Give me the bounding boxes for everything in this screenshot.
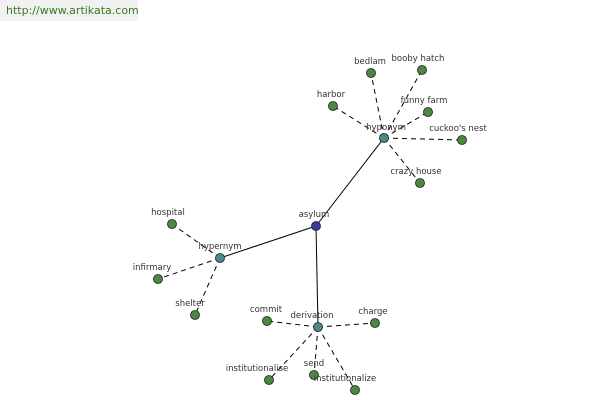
node-hypernym-label[interactable]: hypernym — [198, 242, 241, 252]
edge-hyponym-cuckoo-s-nest — [383, 137, 463, 141]
node-word-funny-farm-label[interactable]: funny farm — [401, 96, 448, 106]
node-word-cuckoo-s-nest[interactable] — [457, 135, 467, 145]
edge-derivation-institutionalise — [268, 326, 319, 381]
node-word-bedlam-label[interactable]: bedlam — [354, 57, 386, 67]
node-word-crazy-house-label[interactable]: crazy house — [390, 167, 441, 177]
node-word-hospital[interactable] — [167, 219, 177, 229]
edge-hyponym-harbor — [332, 105, 385, 139]
node-word-infirmary-label[interactable]: infirmary — [133, 263, 171, 273]
edge-derivation-charge — [317, 322, 376, 328]
node-word-institutionalize[interactable] — [350, 385, 360, 395]
node-hypernym[interactable] — [215, 253, 225, 263]
node-word-cuckoo-s-nest-label[interactable]: cuckoo's nest — [429, 124, 487, 134]
node-word-booby-hatch-label[interactable]: booby hatch — [392, 54, 445, 64]
node-word-institutionalise[interactable] — [264, 375, 274, 385]
node-word-hospital-label[interactable]: hospital — [151, 208, 185, 218]
site-url-link[interactable]: http://www.artikata.com — [6, 4, 139, 17]
edge-derivation-institutionalize — [317, 326, 356, 391]
node-word-send-label[interactable]: send — [304, 359, 324, 369]
node-word-send[interactable] — [309, 370, 319, 380]
node-root[interactable] — [311, 221, 321, 231]
edge-hypernym-hospital — [171, 223, 221, 259]
node-word-bedlam[interactable] — [366, 68, 376, 78]
edge-hyponym-bedlam — [370, 72, 385, 139]
node-word-charge-label[interactable]: charge — [358, 307, 387, 317]
node-word-institutionalise-label[interactable]: institutionalise — [226, 364, 288, 374]
edge-hyponym-booby-hatch — [383, 69, 423, 139]
node-word-commit[interactable] — [262, 316, 272, 326]
edge-derivation-commit — [266, 320, 319, 328]
node-word-shelter-label[interactable]: shelter — [175, 299, 205, 309]
node-word-harbor[interactable] — [328, 101, 338, 111]
node-word-harbor-label[interactable]: harbor — [317, 90, 346, 100]
node-derivation-label[interactable]: derivation — [290, 311, 333, 321]
edge-hyponym-crazy-house — [383, 137, 421, 184]
graph-nodes: asylum hyponym bedlam booby hatch harbor funn… — [133, 54, 487, 395]
node-word-infirmary[interactable] — [153, 274, 163, 284]
url-bar: http://www.artikata.com — [0, 0, 139, 21]
node-word-shelter[interactable] — [190, 310, 200, 320]
node-word-institutionalize-label[interactable]: institutionalize — [314, 374, 377, 384]
edge-root-derivation — [315, 225, 319, 328]
node-hyponym[interactable] — [379, 133, 389, 143]
node-hyponym-label[interactable]: hyponym — [366, 123, 406, 133]
graph-edges — [157, 69, 463, 391]
node-root-label[interactable]: asylum — [299, 210, 330, 220]
node-word-funny-farm[interactable] — [423, 107, 433, 117]
edge-derivation-send — [313, 326, 319, 376]
node-word-booby-hatch[interactable] — [417, 65, 427, 75]
node-word-crazy-house[interactable] — [415, 178, 425, 188]
edge-hypernym-shelter — [194, 257, 221, 316]
node-word-commit-label[interactable]: commit — [250, 305, 283, 315]
edge-root-hyponym — [315, 137, 385, 227]
node-word-charge[interactable] — [370, 318, 380, 328]
edge-hypernym-infirmary — [157, 257, 221, 280]
node-derivation[interactable] — [313, 322, 323, 332]
edge-root-hypernym — [219, 225, 317, 259]
